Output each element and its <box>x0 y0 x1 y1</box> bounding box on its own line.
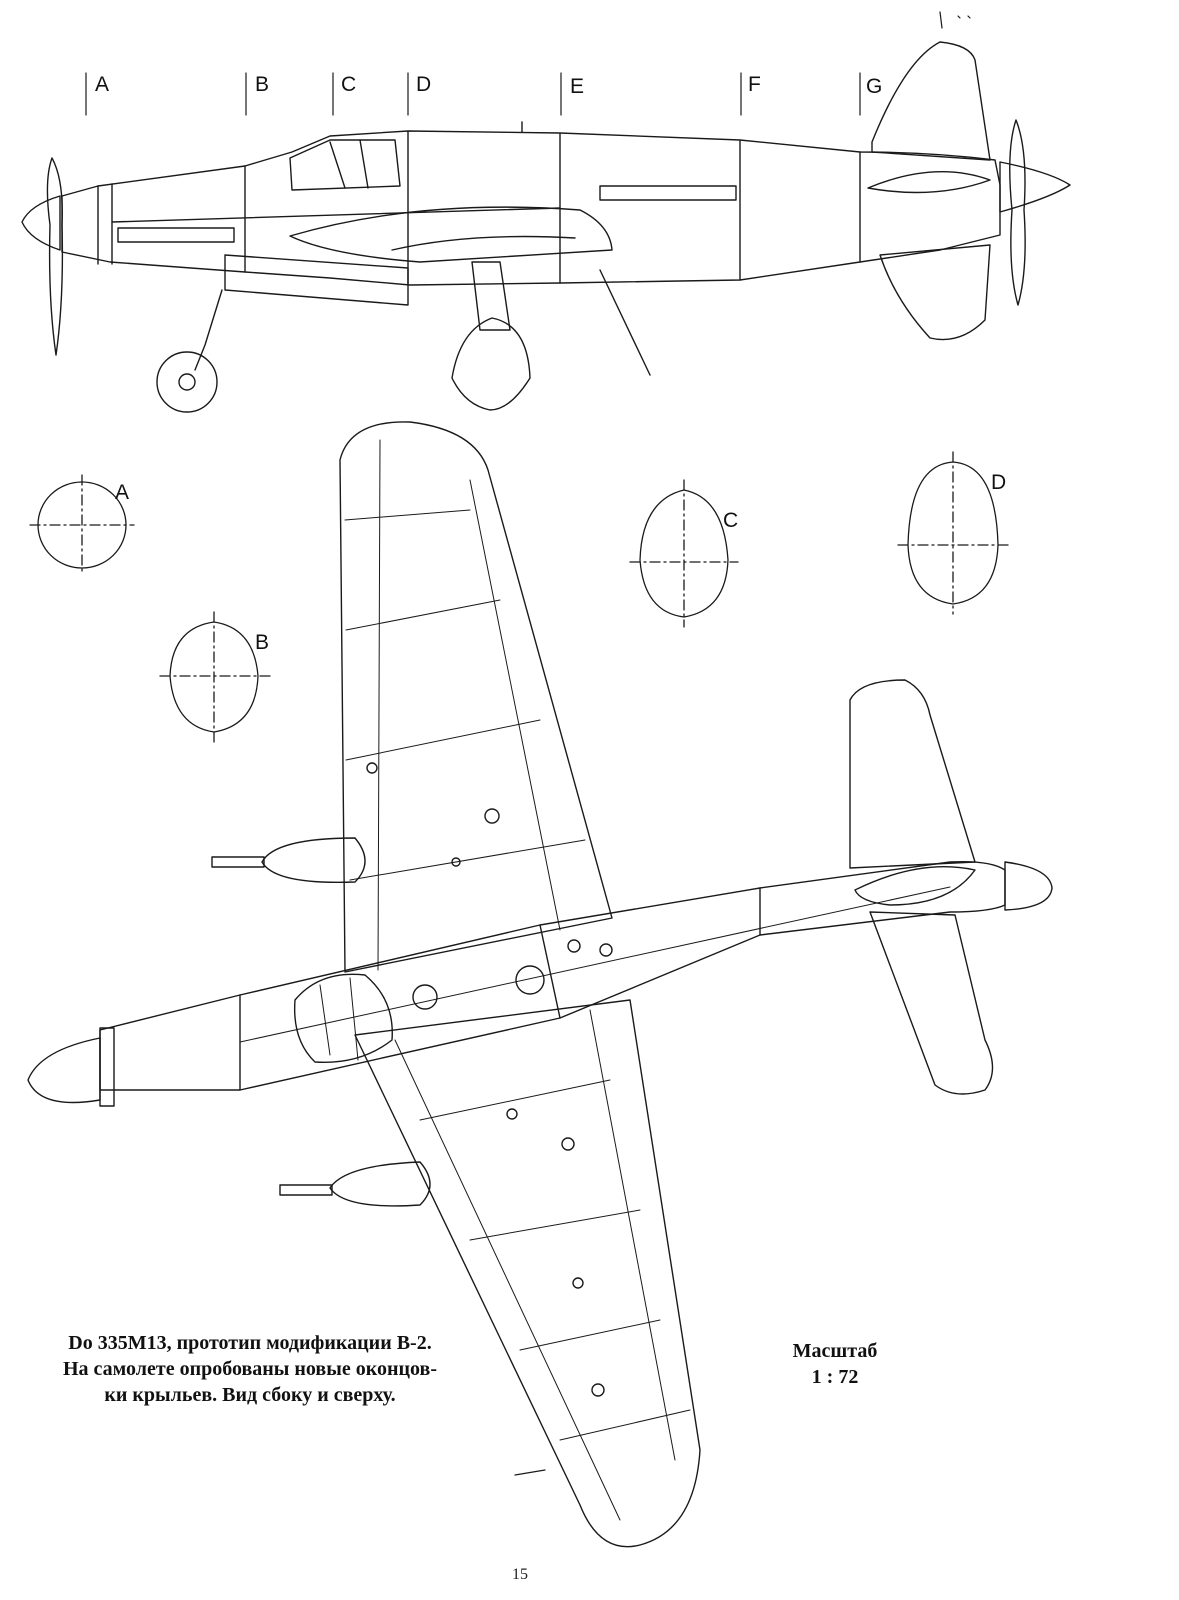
figure-caption: Do 335M13, прототип модификации В-2. На … <box>30 1330 470 1408</box>
section-D <box>897 451 1011 615</box>
section-A <box>29 474 135 576</box>
section-B <box>159 611 271 743</box>
rear-spinner <box>999 161 1071 213</box>
nose-wheel <box>156 351 218 413</box>
station-label-A: A <box>95 73 110 96</box>
section-label-C: C <box>723 509 739 532</box>
side-wing <box>289 206 613 263</box>
top-view <box>27 421 1053 1548</box>
lower-fin <box>879 244 991 341</box>
page-specks <box>514 11 971 1476</box>
section-C <box>629 479 739 628</box>
side-view <box>21 41 1071 413</box>
caption-line-3: ки крыльев. Вид сбоку и сверху. <box>104 1384 396 1406</box>
section-label-D: D <box>991 471 1007 494</box>
page-number: 15 <box>512 1566 528 1583</box>
top-lower-wing <box>354 999 701 1548</box>
side-fuselage <box>61 130 1001 286</box>
top-canopy <box>293 973 393 1064</box>
caption-line-1: Do 335M13, прототип модификации В-2. <box>68 1332 432 1354</box>
rear-propeller <box>1009 119 1026 306</box>
station-label-C: C <box>341 73 357 96</box>
top-front-spinner <box>27 1037 101 1104</box>
main-gear-leg <box>471 261 511 331</box>
lower-cannon-pod <box>329 1161 431 1207</box>
top-upper-wing <box>339 421 613 973</box>
section-label-A: A <box>115 481 130 504</box>
section-label-B: B <box>255 631 270 654</box>
station-label-F: F <box>748 73 761 96</box>
top-front-cowling <box>99 1027 115 1107</box>
nose-gear-strut <box>194 289 223 371</box>
top-fuselage <box>99 860 1006 1091</box>
caption-line-2: На самолете опробованы новые оконцов- <box>63 1358 437 1380</box>
top-lower-tailplane <box>869 911 994 1095</box>
top-upper-tailplane <box>849 679 976 869</box>
section-views <box>29 451 1011 743</box>
rear-exhaust <box>599 185 737 201</box>
scale-value: 1 : 72 <box>811 1366 859 1388</box>
upper-fin <box>871 41 991 161</box>
front-exhaust <box>117 227 235 243</box>
station-label-G: G <box>866 75 883 98</box>
scale-block: Масштаб 1 : 72 <box>770 1338 900 1390</box>
upper-cannon-pod <box>261 837 366 884</box>
station-label-D: D <box>416 73 432 96</box>
front-propeller <box>46 157 64 356</box>
station-markers <box>85 72 861 116</box>
station-label-E: E <box>570 75 585 98</box>
front-spinner <box>21 195 61 251</box>
scale-label: Масштаб <box>792 1340 878 1362</box>
side-canopy <box>289 139 401 191</box>
station-label-B: B <box>255 73 270 96</box>
main-wheel <box>451 317 531 411</box>
top-rear-spinner <box>1004 861 1053 911</box>
